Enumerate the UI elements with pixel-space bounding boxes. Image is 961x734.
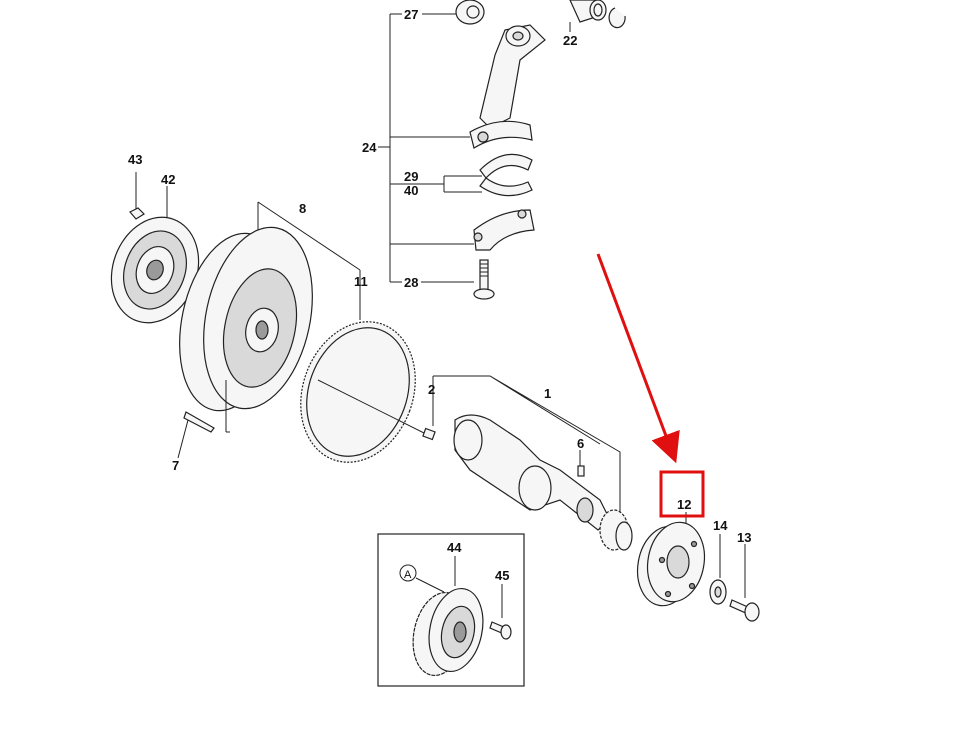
label-8: 8: [299, 201, 306, 216]
clutch-disc-group: [110, 172, 200, 324]
label-28: 28: [404, 275, 418, 290]
connecting-rod-24: [479, 24, 546, 129]
inset-detail-a: [377, 533, 525, 687]
crankshaft-group: [422, 375, 633, 551]
label-a: A: [404, 569, 412, 581]
flywheel-group: [177, 201, 361, 459]
connecting-rod-group: [378, 0, 626, 300]
label-40: 40: [404, 183, 418, 198]
label-44: 44: [447, 540, 462, 555]
label-42: 42: [161, 172, 175, 187]
red-arrow: [596, 253, 680, 464]
label-14: 14: [713, 518, 728, 533]
ring-gear-group: [300, 321, 431, 463]
label-43: 43: [128, 152, 142, 167]
label-29: 29: [404, 169, 418, 184]
dowel-pin-2: [422, 427, 436, 441]
bolt-7: [183, 411, 215, 433]
key-6: [577, 465, 585, 477]
bearing-shell-29: [479, 153, 533, 179]
label-7: 7: [172, 458, 179, 473]
highlight-box-12: [659, 470, 705, 518]
crank-hub-group: [636, 512, 760, 622]
snap-ring: [608, 7, 626, 29]
rod-cap: [473, 209, 535, 251]
label-24: 24: [362, 140, 377, 155]
highlight-annotation: [596, 253, 705, 518]
label-2: 2: [428, 382, 435, 397]
label-27: 27: [404, 7, 418, 22]
label-6: 6: [577, 436, 584, 451]
label-11: 11: [354, 274, 368, 289]
label-22: 22: [563, 33, 577, 48]
label-45: 45: [495, 568, 509, 583]
label-1: 1: [544, 386, 551, 401]
bearing-shell-40: [479, 177, 533, 197]
bolt-43: [129, 207, 145, 220]
callout-labels: 27 22 24 29 40 28 43 42 8 11 2 1 6 7 12 …: [128, 7, 751, 583]
label-12: 12: [677, 497, 691, 512]
label-13: 13: [737, 530, 751, 545]
